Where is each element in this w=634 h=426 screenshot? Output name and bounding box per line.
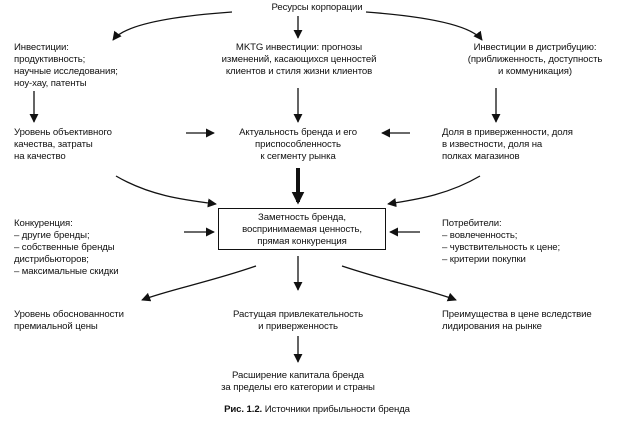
market-share-node: Доля в приверженности, доля в известност… — [442, 127, 573, 162]
attractiveness-node: Растущая привлекательность и приверженно… — [233, 309, 363, 332]
figure-caption-text: Источники прибыльности бренда — [264, 404, 410, 415]
distribution-investments-node: Инвестиции в дистрибуцию: (приближенност… — [467, 42, 603, 77]
figure-caption: Рис. 1.2. Источники прибыльности бренда — [0, 404, 634, 416]
figure-number: Рис. 1.2. — [224, 404, 263, 415]
arrow-top-to-investments — [112, 11, 233, 41]
consumers-node: Потребители: – вовлеченность; – чувствит… — [442, 218, 561, 265]
arrow-center-to-price-advantage — [341, 265, 457, 302]
brand-relevance-node: Актуальность бренда и его приспособленно… — [239, 127, 357, 162]
arrow-top-to-distribution — [365, 11, 483, 41]
price-advantage-node: Преимущества в цене вследствие лидирован… — [442, 309, 592, 332]
arrow-share-to-center — [387, 175, 481, 208]
corporate-resources-node: Ресурсы корпорации — [271, 2, 363, 13]
premium-price-node: Уровень обоснованности премиальной цены — [14, 309, 124, 332]
arrow-quality-to-center — [115, 175, 217, 208]
arrow-center-to-premium — [141, 265, 257, 302]
investments-node: Инвестиции: продуктивность; научные иссл… — [14, 42, 118, 89]
brand-equity-node: Расширение капитала бренда за пределы ег… — [221, 370, 375, 393]
mktg-investments-node: MKTG инвестиции: прогнозы изменений, кас… — [221, 42, 377, 77]
brand-visibility-box: Заметность бренда, воспринимаемая ценнос… — [218, 208, 386, 250]
quality-level-node: Уровень объективного качества, затраты н… — [14, 127, 112, 162]
competition-node: Конкуренция: – другие бренды; – собствен… — [14, 218, 119, 277]
